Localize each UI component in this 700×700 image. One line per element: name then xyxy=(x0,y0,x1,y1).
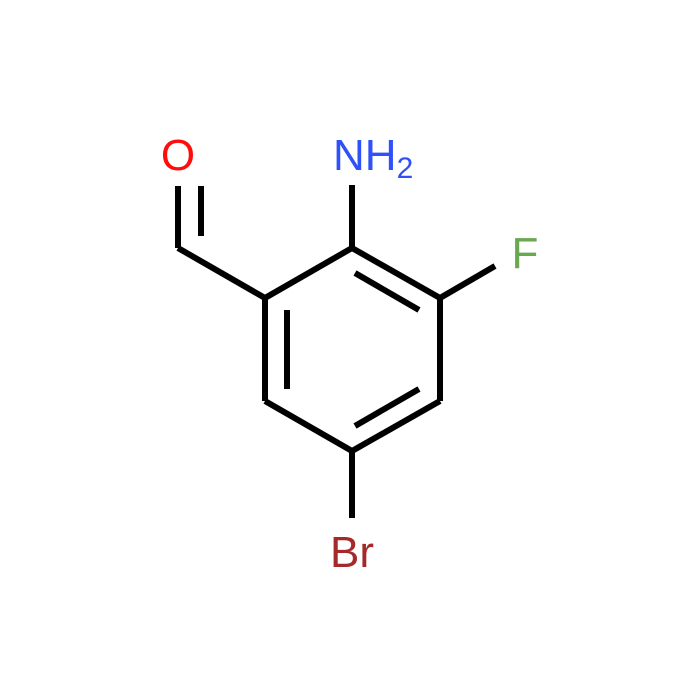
ring-bond-c2-c3 xyxy=(350,245,442,301)
fluorine-label: F xyxy=(512,229,539,278)
ring-inner-bond-c2-c3 xyxy=(353,270,421,313)
oxygen-label: O xyxy=(161,131,195,180)
ring-inner-bond-c4-c5 xyxy=(353,386,421,429)
ring-bond-c5-c6 xyxy=(263,398,354,454)
bond-to-fluorine xyxy=(438,263,497,301)
amine-symbol: NH xyxy=(333,131,397,180)
amine-label: NH2 xyxy=(333,131,413,185)
ring-bond-c4-c5 xyxy=(350,398,442,454)
ring-bond-c1-c2 xyxy=(263,245,354,301)
amine-subscript: 2 xyxy=(397,152,414,185)
bond-to-aldehyde-carbon xyxy=(176,245,267,301)
bromine-label: Br xyxy=(330,528,374,577)
